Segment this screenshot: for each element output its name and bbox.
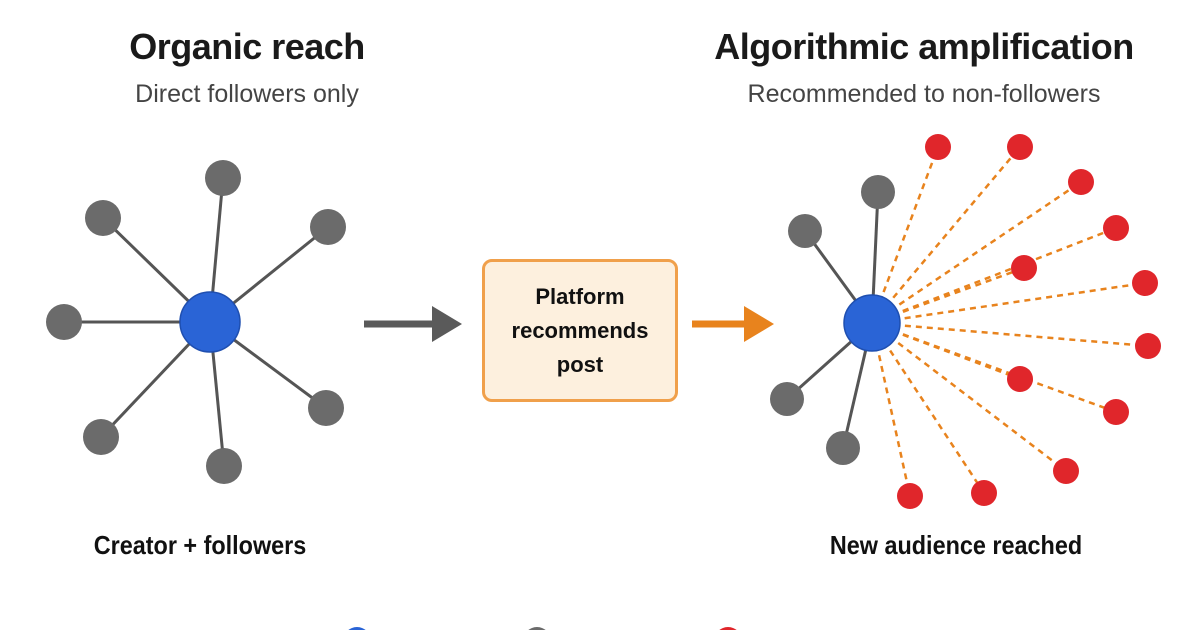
- new-audience-node: [1011, 255, 1037, 281]
- follower-node: [310, 209, 346, 245]
- recommendation-link: [871, 226, 1117, 325]
- recommendation-link: [871, 321, 1117, 414]
- new-audience-node: [1068, 169, 1094, 195]
- legend-creator-marker: [348, 627, 366, 630]
- organic-reach-subtitle: Direct followers only: [135, 80, 359, 108]
- follower-node: [206, 448, 242, 484]
- follower-node: [83, 419, 119, 455]
- legend-follower-marker: [528, 627, 546, 630]
- new-audience-caption: New audience reached: [829, 530, 1083, 560]
- follower-node: [788, 214, 822, 248]
- platform-recommends-box: Platform recommends post: [482, 259, 678, 402]
- amplified-network: [770, 134, 1161, 509]
- recommendation-link: [871, 321, 1149, 348]
- algorithmic-amplification-subtitle: Recommended to non-followers: [747, 80, 1101, 108]
- new-audience-node: [1103, 399, 1129, 425]
- new-audience-node: [1053, 458, 1079, 484]
- recommendation-link: [871, 146, 1021, 324]
- follower-node: [308, 390, 344, 426]
- organic-reach-title: Organic reach: [129, 26, 365, 67]
- flow-arrows: [364, 306, 774, 342]
- legend: [348, 627, 737, 630]
- arrow-orange-head: [744, 306, 774, 342]
- recommendation-link: [870, 146, 940, 324]
- new-audience-node: [925, 134, 951, 160]
- new-audience-node: [1103, 215, 1129, 241]
- organic-network: [46, 160, 346, 484]
- creator-node: [843, 294, 901, 352]
- follower-node: [826, 431, 860, 465]
- new-audience-node: [1132, 270, 1158, 296]
- follower-node: [861, 175, 895, 209]
- platform-recommends-label: Platform recommends post: [511, 283, 649, 377]
- recommendation-link: [871, 180, 1082, 325]
- follower-node: [205, 160, 241, 196]
- new-audience-node: [1007, 366, 1033, 392]
- follower-node: [85, 200, 121, 236]
- follower-node: [46, 304, 82, 340]
- legend-new-audience-marker: [719, 627, 737, 630]
- recommendation-link: [870, 322, 986, 494]
- algorithmic-amplification-title: Algorithmic amplification: [714, 26, 1134, 67]
- creator-followers-caption: Creator + followers: [93, 530, 307, 560]
- recommendation-link: [871, 281, 1146, 325]
- new-audience-node: [1007, 134, 1033, 160]
- recommendation-link: [870, 322, 912, 497]
- creator-node: [179, 291, 241, 353]
- recommendation-link: [871, 322, 1067, 472]
- arrow-gray-head: [432, 306, 462, 342]
- follower-node: [770, 382, 804, 416]
- new-audience-node: [971, 480, 997, 506]
- new-audience-node: [897, 483, 923, 509]
- new-audience-node: [1135, 333, 1161, 359]
